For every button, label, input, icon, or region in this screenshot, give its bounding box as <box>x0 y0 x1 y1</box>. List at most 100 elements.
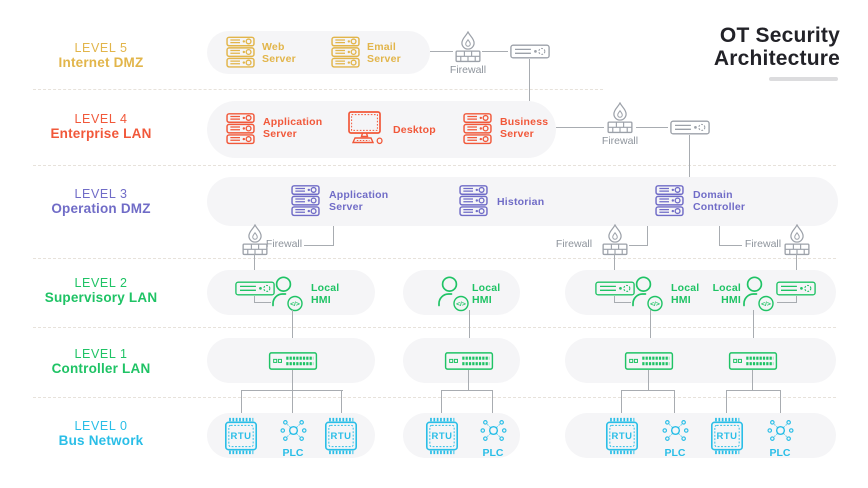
desktop-icon <box>348 111 383 145</box>
level-1-label: LEVEL 1 Controller LAN <box>15 347 187 376</box>
page-title: OT Security Architecture <box>713 24 840 70</box>
level-2-subtitle: Supervisory LAN <box>44 290 158 305</box>
switch-icon-2 <box>444 352 494 370</box>
level1-pill-2 <box>403 338 520 383</box>
plc-node-2: PLC <box>478 419 508 459</box>
business-server-icon <box>463 113 492 145</box>
connector-line <box>614 302 631 304</box>
application-server-icon-l4 <box>226 113 255 145</box>
historian-icon <box>459 185 488 217</box>
hmi-station-icon-3 <box>776 281 816 296</box>
connector-line <box>650 310 652 353</box>
connector-line <box>647 226 649 246</box>
hmi-station-icon-1 <box>235 281 275 296</box>
connector-line <box>621 390 675 392</box>
level-4-subtitle: Enterprise LAN <box>50 126 152 141</box>
operator-icon-1 <box>272 276 303 312</box>
level-4-name: LEVEL 4 <box>74 112 128 126</box>
connector-line <box>529 59 531 101</box>
level-3-name: LEVEL 3 <box>74 187 128 201</box>
connector-line <box>777 302 797 304</box>
firewall-label-c: Firewall <box>744 238 782 250</box>
level-0-name: LEVEL 0 <box>74 419 128 433</box>
business-server-label: Business Server <box>500 116 549 140</box>
connector-line <box>430 51 453 53</box>
page-title-line1: OT Security <box>719 24 840 47</box>
connector-line <box>719 245 742 247</box>
connector-line <box>796 254 798 281</box>
local-hmi-label-1: Local HMI <box>311 282 340 306</box>
firewall-icon-l4 <box>607 102 633 134</box>
rtu-node-2: RTU <box>322 417 360 455</box>
connector-line <box>469 310 471 353</box>
separator-l4-l3 <box>33 165 836 166</box>
connector-line <box>254 254 256 281</box>
level-0-subtitle: Bus Network <box>58 433 144 448</box>
connector-line <box>304 245 334 247</box>
domain-controller-icon <box>655 185 684 217</box>
connector-line <box>753 310 755 353</box>
title-underline <box>769 77 838 81</box>
plc-node-3: PLC <box>660 419 690 459</box>
connector-line <box>629 245 648 247</box>
operator-icon-4 <box>743 276 774 312</box>
level-4-label: LEVEL 4 Enterprise LAN <box>15 112 187 141</box>
web-server-icon <box>226 36 255 68</box>
plc-icon <box>479 419 507 442</box>
connector-line <box>341 390 343 414</box>
local-hmi-label-2: Local HMI <box>472 282 501 306</box>
rtu-node-5: RTU <box>708 417 746 455</box>
connector-line <box>292 310 294 353</box>
level1-pill-3 <box>565 338 836 383</box>
firewall-icon-l5 <box>455 31 481 63</box>
rtu-label: RTU <box>611 430 633 442</box>
connector-line <box>482 51 508 53</box>
operator-icon-3 <box>632 276 663 312</box>
level-2-name: LEVEL 2 <box>74 276 128 290</box>
level-5-name: LEVEL 5 <box>74 41 128 55</box>
email-server-icon <box>331 36 360 68</box>
firewall-label-b: Firewall <box>555 238 593 250</box>
operator-icon-2 <box>438 276 469 312</box>
connector-line <box>621 390 623 414</box>
hmi-station-icon-2 <box>595 281 635 296</box>
page-title-line2: Architecture <box>713 46 840 70</box>
connector-line <box>468 370 470 390</box>
desktop-label: Desktop <box>393 124 436 136</box>
plc-label: PLC <box>664 447 686 459</box>
firewall-icon-a <box>242 224 268 256</box>
switch-icon-4 <box>728 352 778 370</box>
connector-line <box>752 370 754 390</box>
connector-line <box>614 296 616 303</box>
domain-controller-label: Domain Controller <box>693 189 746 213</box>
rtu-node-4: RTU <box>603 417 641 455</box>
level2-pill-3 <box>565 270 836 315</box>
connector-line <box>636 127 668 129</box>
connector-line <box>254 302 271 304</box>
plc-label: PLC <box>482 447 504 459</box>
connector-line <box>648 370 650 390</box>
application-server-label-l4: Application Server <box>263 116 323 140</box>
firewall-label-l4: Firewall <box>601 135 639 147</box>
connector-line <box>441 390 493 392</box>
connector-line <box>492 390 494 414</box>
level-0-label: LEVEL 0 Bus Network <box>15 419 187 448</box>
level-1-subtitle: Controller LAN <box>51 361 151 376</box>
rtu-label: RTU <box>330 430 352 442</box>
connector-line <box>556 127 604 129</box>
email-server-label: Email Server <box>367 41 401 65</box>
plc-node-1: PLC <box>278 419 308 459</box>
connector-line <box>614 254 616 281</box>
level-3-subtitle: Operation DMZ <box>51 201 151 216</box>
level-3-label: LEVEL 3 Operation DMZ <box>15 187 187 216</box>
rtu-label: RTU <box>431 430 453 442</box>
router-icon-l4 <box>670 120 710 135</box>
switch-icon-1 <box>268 352 318 370</box>
connector-line <box>292 370 294 390</box>
level-1-name: LEVEL 1 <box>74 347 128 361</box>
rtu-label: RTU <box>716 430 738 442</box>
connector-line <box>726 390 781 392</box>
application-server-label-l3: Application Server <box>329 189 389 213</box>
rtu-label: RTU <box>230 430 252 442</box>
